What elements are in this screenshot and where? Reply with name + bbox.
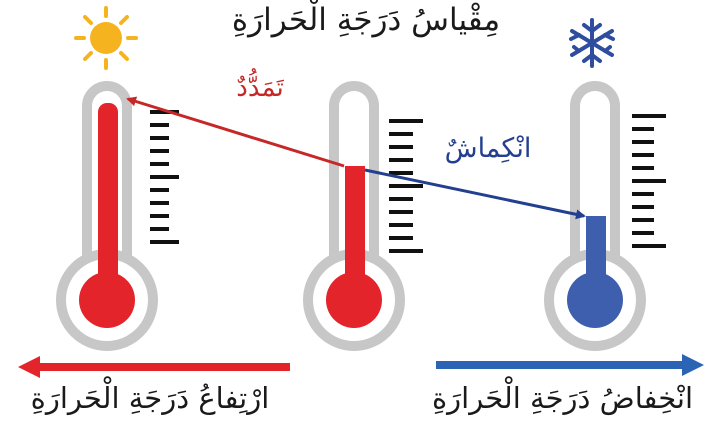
expansion-label: تَمَدُّدٌ <box>236 73 284 103</box>
temperature-fall-label: انْخِفاضُ دَرَجَةِ الْحَرارَةِ <box>431 381 694 415</box>
contraction-label: انْكِماشٌ <box>444 133 532 164</box>
thermometer-cold-bulb-liquid <box>567 272 623 328</box>
expansion-arrow <box>126 96 345 168</box>
thermometer-hot <box>56 81 179 351</box>
thermometer-neutral-scale <box>389 119 423 253</box>
contraction-arrow <box>364 168 586 220</box>
snowflake-icon <box>569 18 615 68</box>
sun-icon <box>74 6 138 70</box>
diagram-title: مِقْياسُ دَرَجَةِ الْحَرارَةِ <box>231 2 501 38</box>
thermometer-hot-liquid <box>98 103 118 283</box>
rise-arrow <box>18 356 290 378</box>
temperature-rise-label: ارْتِفاعُ دَرَجَةِ الْحَرارَةِ <box>30 381 270 415</box>
thermometer-neutral-liquid <box>345 166 365 290</box>
fall-arrow <box>436 354 704 376</box>
thermometer-cold-liquid <box>586 216 606 290</box>
thermometer-neutral-bulb-liquid <box>326 272 382 328</box>
thermometer-neutral <box>303 81 423 351</box>
thermometer-hot-bulb-liquid <box>79 272 135 328</box>
thermometer-hot-scale <box>150 110 179 244</box>
thermometer-cold-scale <box>632 114 666 248</box>
thermometer-cold <box>544 81 666 351</box>
